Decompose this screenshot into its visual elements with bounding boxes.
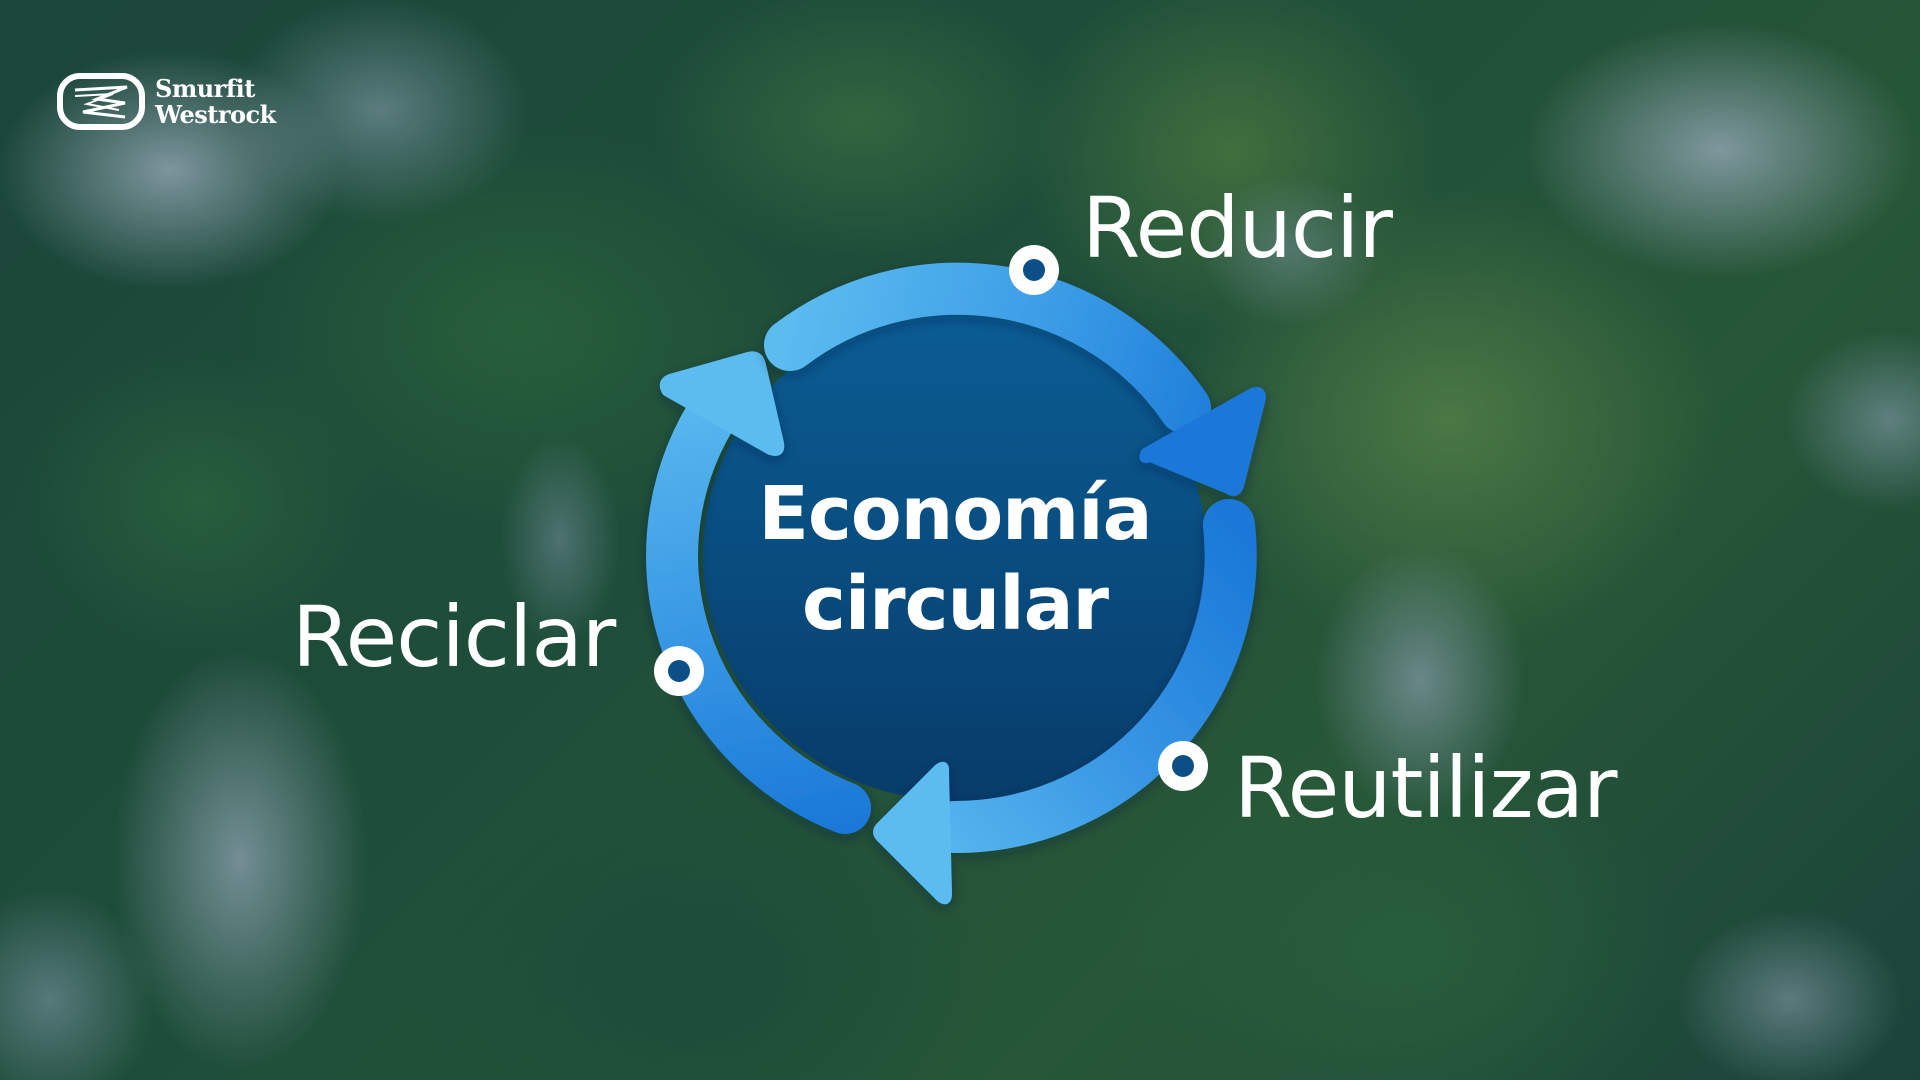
arrow-segment-reducir xyxy=(764,262,1266,497)
marker-reducir xyxy=(1009,245,1059,295)
arrow-segment-reutilizar xyxy=(873,499,1257,905)
step-label-reutilizar: Reutilizar xyxy=(1234,739,1618,837)
diagram-title-line2: circular xyxy=(801,561,1109,647)
smurfit-westrock-logo-icon xyxy=(57,73,145,130)
brand-name-line2: Westrock xyxy=(155,99,276,129)
marker-reciclar xyxy=(654,646,704,696)
marker-reutilizar xyxy=(1158,741,1208,791)
brand-logo: Smurfit Westrock xyxy=(57,73,276,130)
brand-wordmark: Smurfit Westrock xyxy=(155,73,276,129)
brand-name-line1: Smurfit xyxy=(155,73,255,103)
center-circle xyxy=(703,309,1207,801)
arrow-segment-reciclar xyxy=(646,351,871,834)
step-label-reducir: Reducir xyxy=(1082,179,1393,277)
diagram-title-line1: Economía xyxy=(758,471,1152,557)
step-label-reciclar: Reciclar xyxy=(292,588,616,686)
